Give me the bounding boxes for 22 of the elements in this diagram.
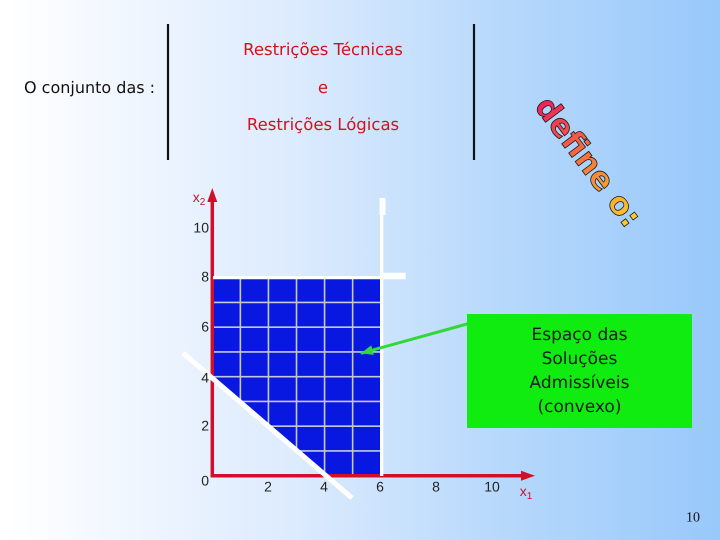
tick-label: 10 [484,479,500,495]
constraint-text: Restrições Técnicas [243,40,403,60]
feasible-region [212,278,381,476]
intro-text: O conjunto das : [24,79,156,97]
tick-label: 2 [201,418,209,434]
tick-label: 6 [376,479,384,495]
tick-label: 2 [264,479,272,495]
tick-label: 10 [193,220,209,236]
conjunction-text: e [318,78,328,98]
callout-box [467,314,692,428]
leader-line [360,322,468,355]
tick-label: 4 [320,479,328,495]
callout-text: Espaço das Soluções Admissíveis (convexo) [528,324,630,419]
page-number: 10 [686,510,700,526]
axis-label: x$_{1}$ [520,484,532,502]
tick-label: 8 [201,269,209,285]
tick-label: 6 [201,319,209,335]
axis-label: x$_{2}$ [192,190,206,208]
tick-label: 0 [201,473,209,489]
tick-label: 8 [432,479,440,495]
constraint-text: Restrições Lógicas [246,116,400,134]
tick-label: 4 [201,370,209,386]
